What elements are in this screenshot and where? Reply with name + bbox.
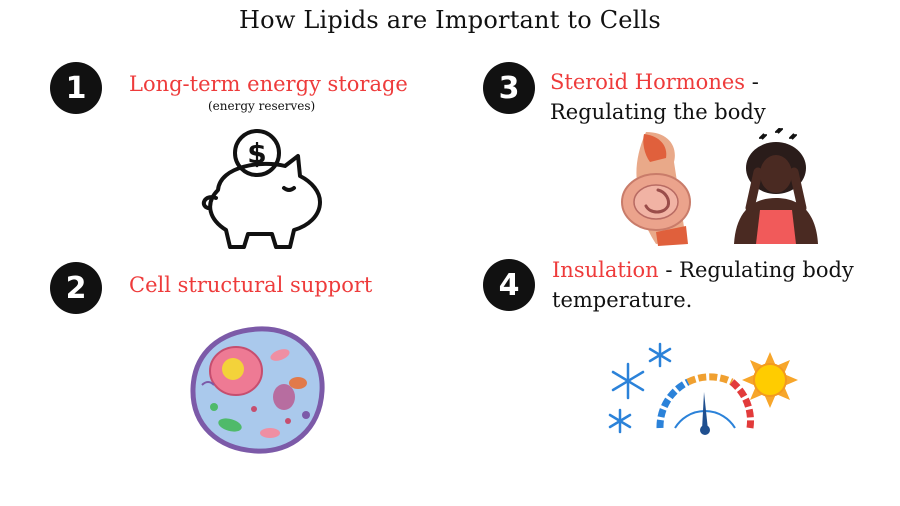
number-badge-3: 3 (483, 62, 535, 114)
regulating-body-text: Regulating the body (550, 100, 766, 124)
sun-icon (742, 352, 798, 408)
heading-insulation: Insulation - Regulating body (552, 256, 854, 285)
heading-structural-support: Cell structural support (129, 273, 373, 297)
heading-insulation-rest: - Regulating body (658, 258, 854, 282)
number-badge-4: 4 (483, 259, 535, 311)
snowflake-icon (608, 342, 672, 434)
animal-cell-icon (190, 326, 325, 454)
piggy-bank-icon: $ (201, 129, 322, 249)
stressed-woman-icon (734, 128, 818, 244)
svg-text:$: $ (247, 137, 266, 170)
heading-insulation-label: Insulation (552, 258, 659, 282)
heading-steroid-hormones: Steroid Hormones - (550, 68, 759, 97)
heading-steroid-hormones-label: Steroid Hormones (550, 70, 746, 94)
number-badge-2: 2 (50, 262, 102, 314)
page-title: How Lipids are Important to Cells (239, 6, 661, 34)
number-badge-1: 1 (50, 62, 102, 114)
temperature-gauge-icon (608, 342, 798, 435)
temperature-text: temperature. (552, 288, 693, 312)
pregnant-woman-icon (621, 132, 691, 246)
heading-energy-storage: Long-term energy storage (129, 72, 408, 96)
note-energy-reserves: (energy reserves) (208, 99, 316, 113)
heading-steroid-hormones-dash: - (745, 70, 759, 94)
